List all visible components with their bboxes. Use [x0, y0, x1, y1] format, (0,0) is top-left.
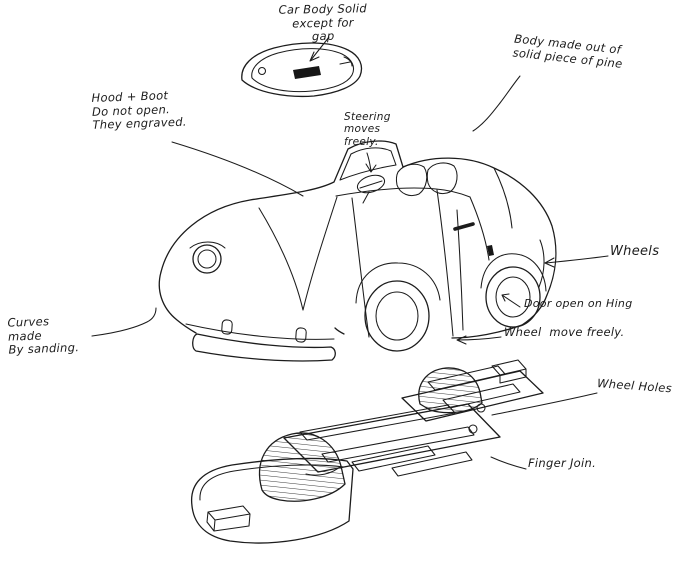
front-wheel-tire: [364, 280, 430, 352]
body-silhouette: [160, 140, 557, 326]
car-sketch: [158, 140, 557, 362]
headlight-inner: [197, 249, 217, 269]
front-bumper: [192, 333, 336, 362]
wheels-arrow: [544, 255, 609, 268]
annotation-curves-sanding: Curves made By sanding.: [7, 314, 80, 357]
body-material-leader: [472, 75, 521, 132]
headlight-outer: [192, 244, 222, 274]
loose-slat-1: [351, 445, 436, 472]
windshield-frame: [339, 147, 397, 181]
leader-lines: [91, 75, 609, 470]
middle-wheel-arch-block: [258, 432, 346, 502]
body-piece-end-detail: [339, 56, 353, 67]
annotation-finger-join: Finger Join.: [528, 456, 597, 470]
rear-wheel-arch: [480, 253, 547, 292]
rear-quarter-line: [469, 167, 513, 261]
annotation-hood-boot: Hood + Boot Do not open. They engraved.: [91, 88, 187, 132]
wheel-move-arrow: [456, 335, 502, 345]
bumper-overrider-right: [295, 327, 307, 343]
door-front-seam: [351, 197, 370, 338]
door-rear-seam: [436, 189, 454, 337]
loose-slat-2: [391, 451, 473, 477]
detached-body-piece: [241, 42, 363, 98]
tail-line: [538, 239, 545, 288]
annotation-steering: Steering moves freely.: [344, 111, 391, 148]
front-wheel-arch: [355, 262, 441, 304]
base-board-edge: [199, 464, 345, 501]
curves-leader: [91, 307, 157, 337]
annotation-wheels: Wheels: [610, 244, 660, 259]
hood-boot-leader: [171, 141, 304, 197]
rocker-rear: [451, 324, 523, 339]
rear-wheel-tire: [485, 266, 541, 328]
annotation-car-body-gap: Car Body Solid except for gap: [278, 1, 368, 44]
upper-axle-hole: [476, 403, 486, 413]
rear-wheel-rim: [495, 276, 531, 318]
fender-line: [189, 241, 226, 249]
door-handle: [453, 222, 475, 231]
middle-arch-endcap: [305, 465, 342, 476]
bumper-overrider-left: [221, 319, 233, 335]
rocker-front: [334, 327, 345, 335]
front-wheel-rim: [375, 291, 419, 341]
chassis-parts: [190, 359, 544, 544]
base-board: [190, 457, 354, 544]
seat-right: [426, 162, 458, 195]
front-valance-line: [185, 323, 335, 340]
door-latch: [487, 245, 494, 256]
wheel-holes-leader: [491, 392, 598, 416]
upper-wheel-arch-block: [418, 367, 483, 414]
steering-wheel: [356, 174, 386, 194]
body-piece-outline: [241, 42, 363, 98]
front-lower-edge: [158, 271, 197, 334]
hood-crease-left: [258, 207, 304, 311]
annotation-door-hinge: Door open on Hing: [524, 297, 633, 310]
gap-arrow: [309, 36, 330, 62]
upper-block: [491, 359, 527, 384]
body-piece-gap: [293, 66, 321, 79]
door-ajar-line: [456, 209, 464, 331]
base-block: [206, 505, 251, 532]
body-piece-inner-rim: [251, 48, 355, 93]
finger-join-leader: [490, 456, 527, 470]
annotation-wheel-move: Wheel move freely.: [504, 325, 625, 339]
middle-axle-hole: [468, 424, 478, 434]
door-arrow: [501, 293, 521, 308]
hood-crease-right: [302, 196, 338, 311]
steering-arrow: [365, 152, 377, 173]
body-piece-detail-hole: [257, 66, 267, 76]
seat-left: [395, 163, 428, 197]
steering-column: [359, 180, 383, 204]
